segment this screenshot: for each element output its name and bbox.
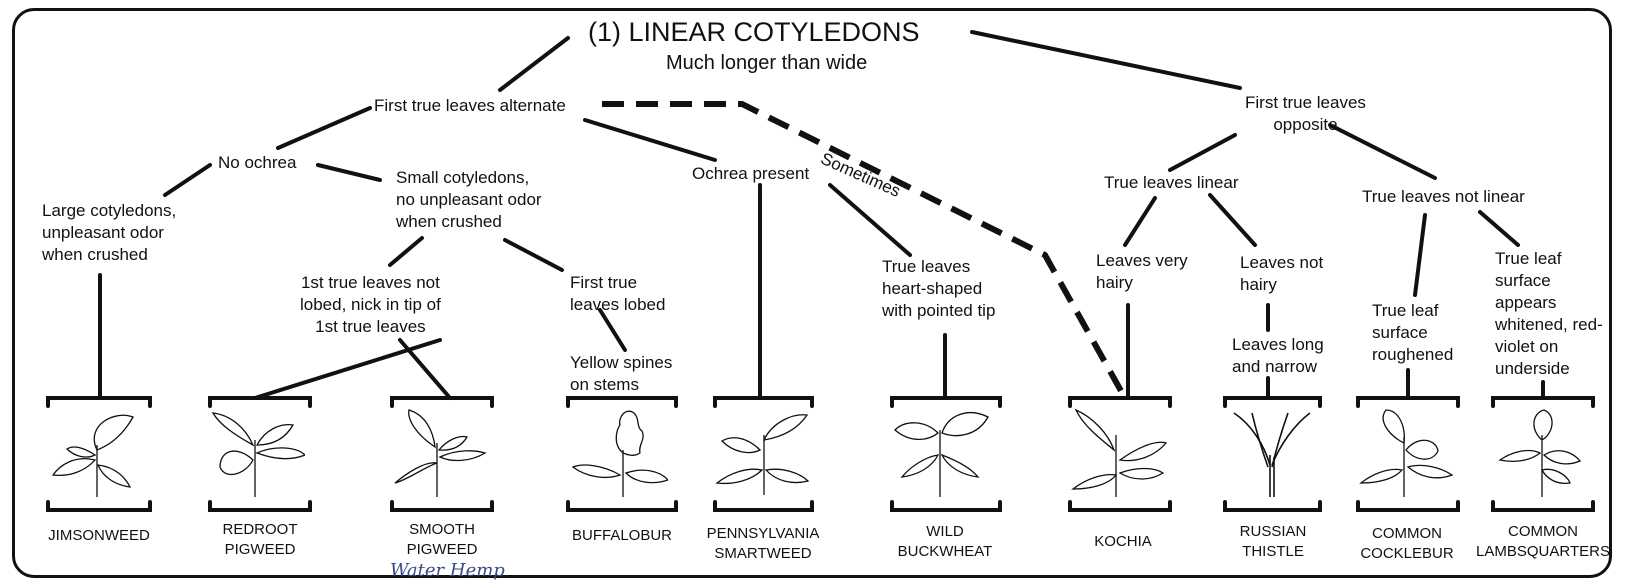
russian-thistle-plant-icon bbox=[1222, 405, 1322, 505]
species-label-russian-thistle: RUSSIAN THISTLE bbox=[1198, 522, 1348, 562]
common-cocklebur-plant-icon bbox=[1356, 405, 1456, 505]
diagram-title: (1) LINEAR COTYLEDONS bbox=[588, 16, 920, 48]
node-opposite: First true leaves opposite bbox=[1245, 92, 1366, 136]
pennsylvania-smartweed-plant-icon bbox=[712, 405, 812, 505]
kochia-plant-icon bbox=[1068, 405, 1168, 505]
species-label-kochia: KOCHIA bbox=[1048, 532, 1198, 552]
species-label-buffalobur: BUFFALOBUR bbox=[547, 526, 697, 546]
node-heart-shaped: True leaves heart-shaped with pointed ti… bbox=[882, 256, 995, 322]
node-very-hairy: Leaves very hairy bbox=[1096, 250, 1188, 294]
buffalobur-plant-icon bbox=[568, 405, 668, 505]
species-label-common-cocklebur: COMMON COCKLEBUR bbox=[1332, 524, 1482, 564]
node-yellow-spines: Yellow spines on stems bbox=[570, 352, 672, 396]
node-alternate: First true leaves alternate bbox=[374, 95, 566, 117]
jimsonweed-plant-icon bbox=[45, 405, 145, 505]
species-label-redroot-pigweed: REDROOT PIGWEED bbox=[185, 520, 335, 560]
wild-buckwheat-plant-icon bbox=[890, 405, 990, 505]
species-label-smooth-pigweed: SMOOTH PIGWEED bbox=[367, 520, 517, 560]
handwritten-note: Water Hemp bbox=[390, 560, 505, 581]
species-label-common-lambsquarters: COMMON LAMBSQUARTERS bbox=[1468, 522, 1618, 562]
species-label-jimsonweed: JIMSONWEED bbox=[24, 526, 174, 546]
node-leaves-not-linear: True leaves not linear bbox=[1362, 186, 1525, 208]
node-whitened: True leaf surface appears whitened, red-… bbox=[1495, 248, 1603, 380]
node-long-narrow: Leaves long and narrow bbox=[1232, 334, 1324, 378]
redroot-pigweed-plant-icon bbox=[205, 405, 305, 505]
node-lobed: First true leaves lobed bbox=[570, 272, 665, 316]
node-roughened: True leaf surface roughened bbox=[1372, 300, 1453, 366]
node-no-ochrea: No ochrea bbox=[218, 152, 296, 174]
node-leaves-linear: True leaves linear bbox=[1104, 172, 1239, 194]
species-label-wild-buckwheat: WILD BUCKWHEAT bbox=[870, 522, 1020, 562]
node-ochrea-present: Ochrea present bbox=[692, 163, 809, 185]
smooth-pigweed-plant-icon bbox=[387, 405, 487, 505]
node-small-cotyledons: Small cotyledons, no unpleasant odor whe… bbox=[396, 167, 542, 233]
diagram-subtitle: Much longer than wide bbox=[666, 51, 867, 75]
species-label-pennsylvania-smartweed: PENNSYLVANIA SMARTWEED bbox=[688, 524, 838, 564]
node-large-cotyledons: Large cotyledons, unpleasant odor when c… bbox=[42, 200, 176, 266]
node-not-hairy: Leaves not hairy bbox=[1240, 252, 1323, 296]
common-lambsquarters-plant-icon bbox=[1492, 405, 1592, 505]
node-not-lobed: 1st true leaves not lobed, nick in tip o… bbox=[300, 272, 441, 338]
